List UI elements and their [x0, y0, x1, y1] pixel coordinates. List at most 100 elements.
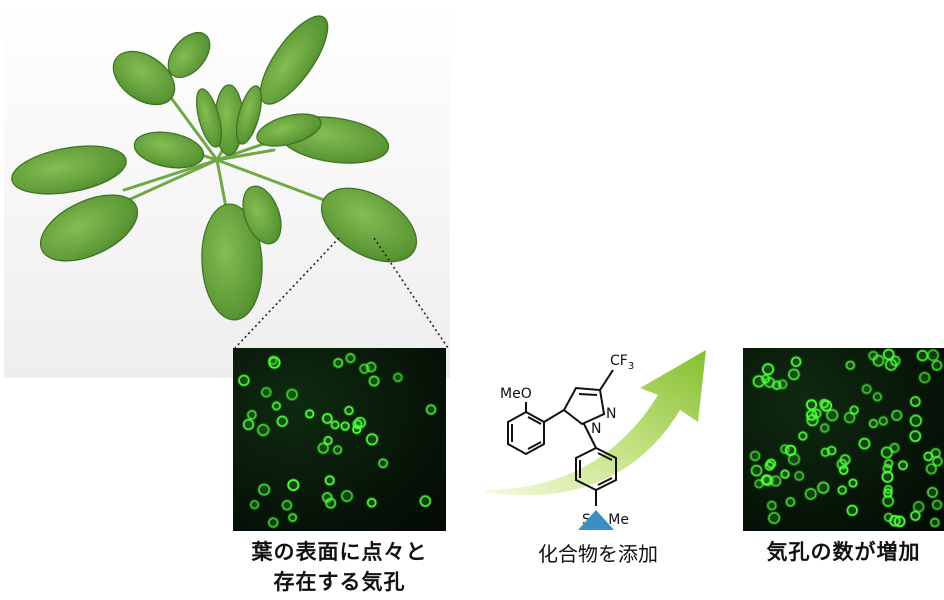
stoma [878, 416, 888, 426]
leaf [133, 131, 205, 169]
stoma [838, 465, 849, 475]
micrograph-before [233, 348, 446, 531]
stoma [425, 404, 437, 415]
stoma [764, 377, 776, 388]
stoma [925, 463, 937, 475]
stoma [880, 446, 893, 459]
triangle-up-icon [578, 510, 614, 530]
stoma [843, 411, 856, 424]
stoma [752, 375, 765, 388]
stoma [341, 490, 353, 502]
stoma [881, 470, 894, 483]
stoma [893, 515, 906, 528]
stoma [359, 363, 370, 374]
leaf [236, 85, 262, 145]
stoma [332, 445, 343, 455]
stoma [927, 486, 938, 498]
stoma [325, 497, 337, 509]
stoma [931, 499, 943, 510]
stoma [861, 384, 872, 394]
methoxy-label: MeO [500, 386, 532, 402]
stoma [750, 464, 763, 477]
leaf [256, 113, 322, 147]
stoma [848, 478, 858, 488]
stoma [868, 418, 879, 429]
stoma [333, 357, 344, 368]
stoma [288, 513, 298, 522]
stoma [257, 423, 270, 437]
label-stomata-increase: 気孔の数が増加 [766, 540, 921, 564]
leaf [320, 187, 418, 263]
stoma [891, 409, 903, 421]
stoma [749, 450, 761, 462]
stoma [790, 356, 802, 368]
compound-graphic: MeO CF3 N N SO2Me [486, 350, 706, 531]
stoma [276, 415, 288, 427]
stoma [919, 371, 931, 384]
stoma [817, 481, 830, 494]
stoma [761, 363, 775, 376]
stoma [323, 436, 333, 446]
stoma [268, 355, 278, 365]
stoma [788, 368, 800, 381]
stoma [930, 517, 940, 528]
stoma [368, 375, 380, 387]
stoma [324, 475, 335, 486]
stoma [820, 423, 830, 433]
stoma [366, 433, 379, 446]
molecule-structure [507, 369, 617, 506]
stoma [889, 515, 901, 527]
stoma [837, 485, 847, 495]
label-before-line2: 存在する気孔 [273, 570, 406, 594]
stoma [340, 421, 350, 431]
stoma [913, 501, 925, 513]
stoma [777, 379, 788, 390]
stoma [238, 374, 250, 387]
leaf [196, 88, 222, 148]
stoma [806, 409, 818, 421]
curved-up-arrow-icon [486, 350, 706, 496]
stoma [258, 483, 271, 496]
stoma [768, 511, 781, 524]
stoma [883, 484, 893, 494]
stoma [287, 479, 300, 492]
label-stomata-surface: 葉の表面に点々と 存在する気孔 [233, 537, 446, 597]
stoma [836, 458, 848, 470]
leaf [39, 194, 139, 262]
stoma [764, 460, 775, 471]
stoma [419, 495, 432, 507]
stoma [798, 431, 808, 441]
stoma [898, 460, 908, 471]
stoma [872, 392, 882, 402]
stoma [804, 488, 817, 500]
stoma [882, 495, 894, 507]
stoma [770, 475, 782, 487]
stoma [330, 420, 340, 430]
stoma [909, 430, 922, 443]
stoma [872, 354, 885, 367]
stoma [345, 353, 356, 364]
stoma [365, 361, 377, 373]
leaf [11, 145, 127, 195]
leaf [112, 50, 176, 106]
stoma [806, 399, 818, 411]
stoma [909, 414, 922, 427]
label-before-line1: 葉の表面に点々と [251, 540, 428, 564]
stoma [766, 500, 777, 511]
stoma [261, 387, 272, 398]
stoma [366, 497, 377, 508]
stoma [819, 398, 829, 409]
stoma [317, 442, 329, 454]
stoma [281, 499, 293, 511]
stoma [884, 458, 894, 469]
stoma [242, 418, 255, 431]
stoma [849, 405, 859, 415]
stoma [780, 469, 790, 479]
stoma [305, 409, 315, 419]
zoom-line-left [234, 237, 340, 349]
stoma [858, 437, 871, 450]
stoma [272, 401, 281, 411]
leaf [201, 203, 263, 321]
stoma [344, 405, 354, 416]
stoma [845, 360, 855, 370]
